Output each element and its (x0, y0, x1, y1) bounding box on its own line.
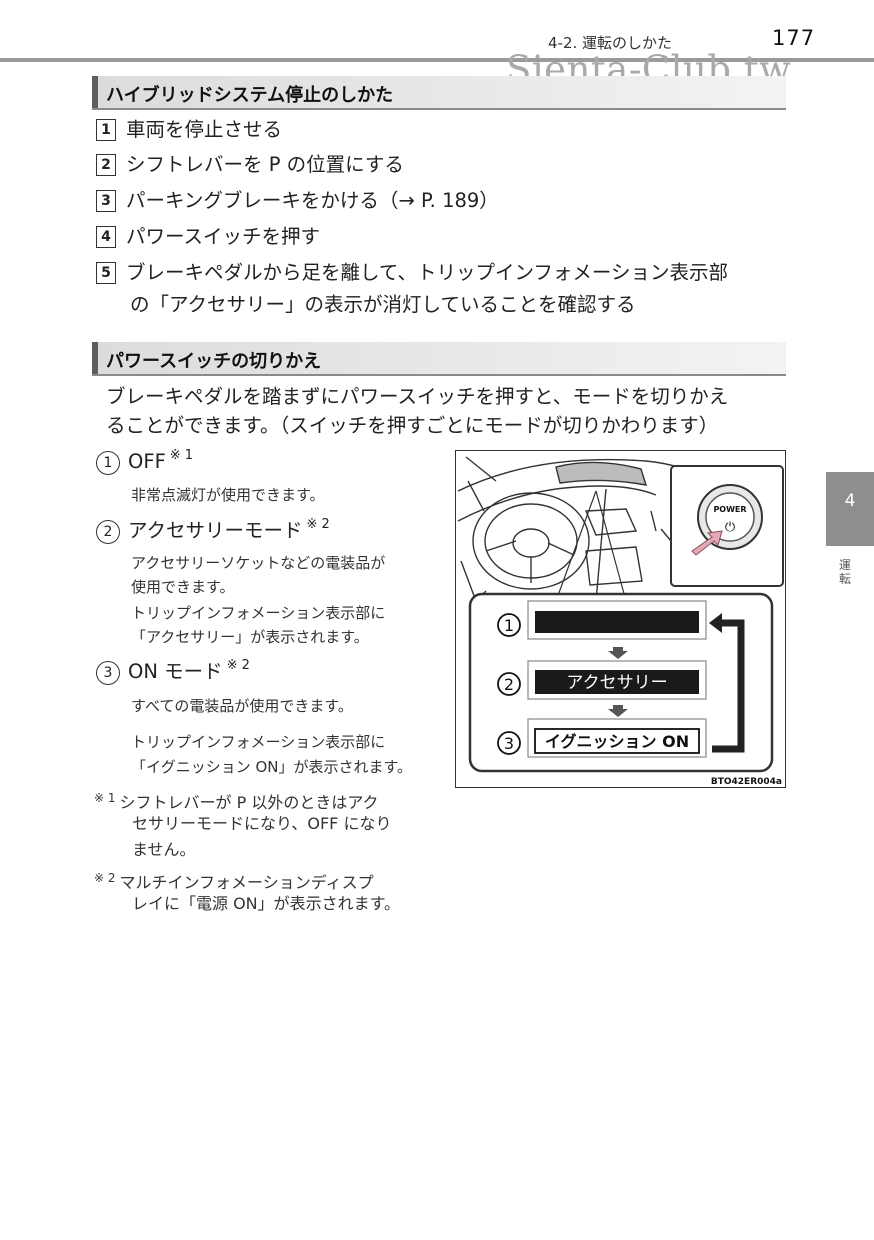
power-symbol-icon: ⏻ (725, 520, 735, 535)
mode-circle-number: 2 (504, 675, 514, 694)
mode-circle-number: 1 (504, 616, 514, 635)
step-2: 2 シフトレバーを P の位置にする (96, 149, 404, 181)
step-number-badge: 4 (96, 226, 116, 248)
cycle-return-line (712, 619, 745, 753)
down-arrow-icon (608, 705, 628, 717)
footnote-mark: ※ 2 (226, 658, 250, 673)
step-text-continued: の「アクセサリー」の表示が消灯していることを確認する (130, 293, 636, 316)
mode-desc: 「イグニッション ON」が表示されます。 (131, 758, 412, 776)
step-number-badge: 3 (96, 190, 116, 212)
mode-on: 3 ON モード※ 2 (96, 655, 250, 685)
power-switch-inset: POWER ⏻ (670, 465, 784, 587)
step-1: 1 車両を停止させる (96, 114, 282, 146)
footnote-mark: ※ 2 (94, 871, 116, 885)
step-number-badge: 2 (96, 154, 116, 176)
step-text: シフトレバーを P の位置にする (126, 153, 404, 176)
mode-sequence-diagram: 1 2 アクセサリー 3 イグニッション ON (468, 592, 774, 773)
chapter-heading: 4-2. 運転のしかた (548, 34, 673, 52)
mode-desc: 使用できます。 (131, 578, 235, 596)
section-heading-power-switch: パワースイッチの切りかえ (92, 342, 786, 376)
chapter-side-tab (826, 472, 874, 546)
section-heading-stop-system: ハイブリッドシステム停止のしかた (92, 76, 786, 110)
mode-desc: すべての電装品が使用できます。 (131, 697, 353, 715)
footnote-text: マルチインフォメーションディスプ (119, 873, 374, 892)
step-5: 5 ブレーキペダルから足を離して、トリップインフォメーション表示部 の「アクセサリ… (96, 257, 728, 316)
footnote-text: レイに「電源 ON」が表示されます。 (132, 894, 401, 913)
mode-desc: アクセサリーソケットなどの電装品が (131, 554, 386, 572)
figure-illustration: POWER ⏻ 1 2 アクセサリー 3 イグニッション ON (457, 456, 784, 787)
step-number-badge: 5 (96, 262, 116, 284)
cycle-arrow-icon (709, 613, 722, 633)
display-off (535, 611, 699, 633)
mode-desc: 「アクセサリー」が表示されます。 (131, 628, 369, 646)
step-text: 車両を停止させる (126, 118, 283, 141)
step-text: パーキングブレーキをかける（→ P. 189） (126, 189, 499, 212)
mode-desc: トリップインフォメーション表示部に (131, 604, 386, 622)
step-4: 4 パワースイッチを押す (96, 221, 320, 253)
footnote-text: ません。 (132, 840, 196, 859)
display-ignition-on (534, 728, 700, 754)
intro-line-1: ブレーキペダルを踏まずにパワースイッチを押すと、モードを切りかえ (106, 385, 729, 408)
step-number-badge: 1 (96, 119, 116, 141)
section-heading-text: ハイブリッドシステム停止のしかた (106, 85, 394, 106)
step-text: パワースイッチを押す (126, 225, 321, 248)
power-switch-figure: POWER ⏻ 1 2 アクセサリー 3 イグニッション ON (455, 450, 786, 788)
press-arrow-icon (691, 530, 723, 556)
leader-lines (555, 490, 627, 602)
chapter-tab-number: 4 (844, 491, 856, 511)
section-heading-bar (92, 76, 98, 108)
figure-code: BTO42ER004a (711, 777, 782, 787)
mode-number-circle: 1 (96, 451, 120, 475)
down-arrow-icon (608, 647, 628, 659)
mode-label: ON モード (128, 660, 223, 683)
footnote-text: セサリーモードになり、OFF になり (132, 814, 392, 833)
display-accessory-label: アクセサリー (566, 673, 667, 693)
mode-number-circle: 2 (96, 520, 120, 544)
footnote-text: シフトレバーが P 以外のときはアク (119, 793, 379, 812)
mode-label: OFF (128, 450, 166, 473)
intro-line-2: ることができます。（スイッチを押すごとにモードが切りかわります） (106, 414, 719, 437)
mode-circle-number: 3 (504, 734, 514, 753)
mode-desc: トリップインフォメーション表示部に (131, 733, 386, 751)
mode-label: アクセサリーモード (128, 519, 303, 542)
footnote-mark: ※ 2 (306, 517, 330, 532)
mode-desc: 非常点滅灯が使用できます。 (131, 486, 325, 504)
header-rule (0, 58, 874, 62)
mode-off: 1 OFF※ 1 (96, 448, 193, 475)
section-heading-text: パワースイッチの切りかえ (106, 351, 322, 372)
section-heading-bar (92, 342, 98, 374)
page-number: 177 (772, 26, 816, 50)
footnote-mark: ※ 1 (94, 791, 116, 805)
display-accessory (535, 670, 699, 694)
display-ignition-label: イグニッション ON (545, 732, 689, 751)
mode-number-circle: 3 (96, 661, 120, 685)
chapter-tab-label: 運転 (838, 558, 851, 586)
step-text: ブレーキペダルから足を離して、トリップインフォメーション表示部 (126, 261, 728, 284)
mode-accessory: 2 アクセサリーモード※ 2 (96, 514, 330, 544)
step-3: 3 パーキングブレーキをかける（→ P. 189） (96, 185, 499, 217)
footnote-mark: ※ 1 (169, 448, 194, 463)
power-label: POWER (713, 505, 746, 514)
dashboard-illustration (457, 456, 707, 603)
